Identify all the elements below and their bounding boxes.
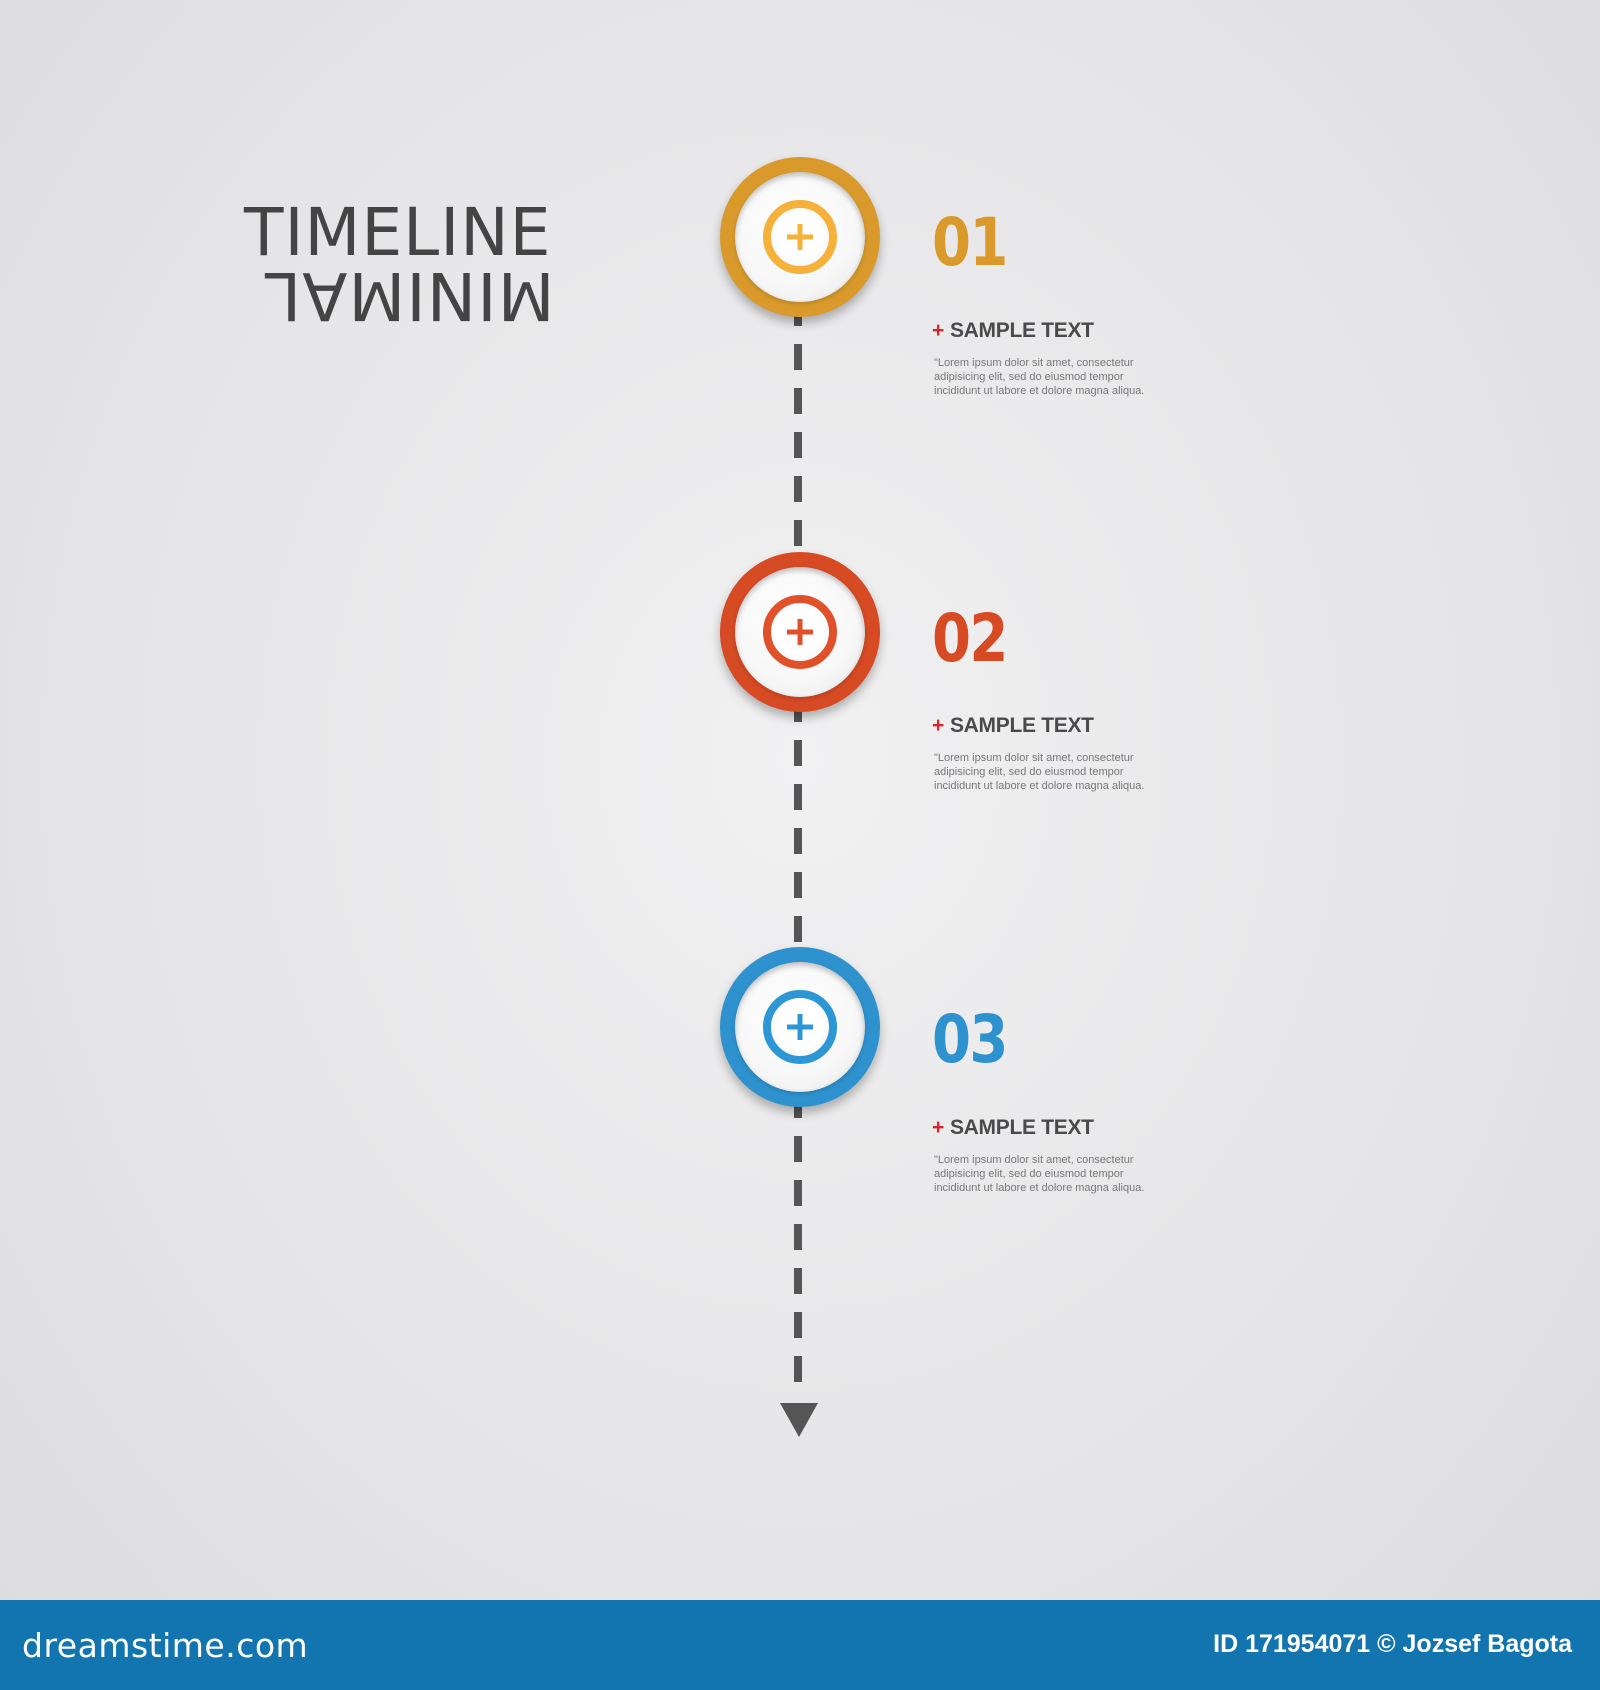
watermark-footer: dreamstime.com ID 171954071 © Jozsef Bag…	[0, 1600, 1600, 1690]
plus-icon[interactable]	[763, 595, 837, 669]
footer-credit: ID 171954071 © Jozsef Bagota	[1213, 1630, 1572, 1658]
step-3-number: 03	[932, 1001, 1008, 1078]
step-3-heading: +SAMPLE TEXT	[932, 1116, 1094, 1139]
step-1-node[interactable]	[720, 157, 880, 317]
plus-icon[interactable]	[763, 990, 837, 1064]
step-3-body: "Lorem ipsum dolor sit amet, consectetur…	[934, 1154, 1145, 1194]
step-1-number: 01	[932, 204, 1008, 281]
title-timeline: TIMELINE	[244, 194, 552, 271]
step-3-node[interactable]	[720, 947, 880, 1107]
plus-icon[interactable]	[763, 200, 837, 274]
title-block: TIMELINE MINIMAL	[244, 194, 574, 335]
step-1-heading: +SAMPLE TEXT	[932, 319, 1094, 342]
step-2-node[interactable]	[720, 552, 880, 712]
step-2-number: 02	[932, 600, 1008, 677]
timeline-dashed-line	[794, 300, 802, 1400]
title-minimal-mirrored: MINIMAL	[263, 257, 555, 334]
step-2-heading: +SAMPLE TEXT	[932, 714, 1094, 737]
timeline-arrow-icon	[780, 1403, 818, 1437]
step-1-body: "Lorem ipsum dolor sit amet, consectetur…	[934, 357, 1145, 397]
step-2-body: "Lorem ipsum dolor sit amet, consectetur…	[934, 752, 1145, 792]
timeline-infographic: TIMELINE MINIMAL 01 +SAMPLE TEXT "Lorem …	[244, 157, 1145, 1437]
footer-brand[interactable]: dreamstime.com	[22, 1626, 309, 1665]
